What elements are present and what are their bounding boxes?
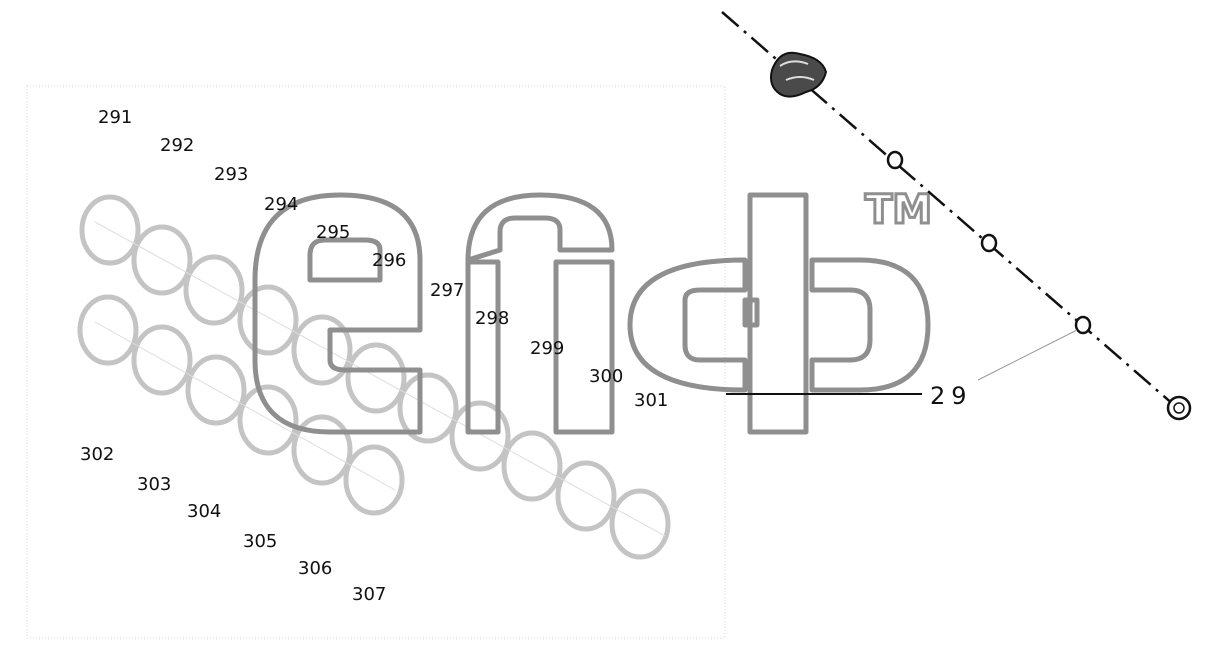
callout-294: 294 <box>264 194 298 215</box>
callout-303: 303 <box>137 474 171 495</box>
seal-ring <box>555 460 617 532</box>
ring-row-lower <box>77 294 405 516</box>
small-o-rings <box>886 150 1092 335</box>
bottom-nut <box>1166 395 1192 421</box>
seal-ring <box>185 354 247 426</box>
seal-ring <box>609 488 671 560</box>
seal-ring <box>449 400 511 472</box>
callout-296: 296 <box>372 250 406 271</box>
assembly-centerline <box>721 11 1183 413</box>
callout-297: 297 <box>430 280 464 301</box>
callout-305: 305 <box>243 531 277 552</box>
ring-row-upper <box>79 194 671 560</box>
inset-callouts: 291 292 293 294 295 296 297 298 299 300 … <box>80 107 668 605</box>
watermark-tm: TM <box>865 187 932 233</box>
top-fitting <box>770 51 828 98</box>
seal-ring <box>291 414 353 486</box>
seal-ring <box>343 444 405 516</box>
seal-ring <box>183 254 245 326</box>
small-o-ring <box>886 150 904 170</box>
seal-ring <box>237 284 299 356</box>
small-o-ring <box>980 233 998 253</box>
callout-301: 301 <box>634 390 668 411</box>
callout-306: 306 <box>298 558 332 579</box>
callout-291: 291 <box>98 107 132 128</box>
detail-inset-frame <box>26 85 726 639</box>
seal-ring <box>397 372 459 444</box>
seal-ring <box>79 194 141 266</box>
callout-293: 293 <box>214 164 248 185</box>
callout-295: 295 <box>316 222 350 243</box>
seal-ring <box>501 430 563 502</box>
callout-29: 29 <box>930 382 973 410</box>
callout-307: 307 <box>352 584 386 605</box>
seal-ring <box>131 324 193 396</box>
callout-304: 304 <box>187 501 221 522</box>
callout-299: 299 <box>530 338 564 359</box>
seal-ring <box>77 294 139 366</box>
callout-298: 298 <box>475 308 509 329</box>
small-o-ring <box>1074 315 1092 335</box>
ring-axis-lines <box>94 221 666 537</box>
callout-292: 292 <box>160 135 194 156</box>
callout-300: 300 <box>589 366 623 387</box>
watermark-logo <box>252 192 931 435</box>
leader-29 <box>977 329 1078 381</box>
seal-ring <box>291 314 353 386</box>
seal-ring <box>345 342 407 414</box>
seal-ring <box>237 384 299 456</box>
seal-ring <box>131 224 193 296</box>
callout-302: 302 <box>80 444 114 465</box>
